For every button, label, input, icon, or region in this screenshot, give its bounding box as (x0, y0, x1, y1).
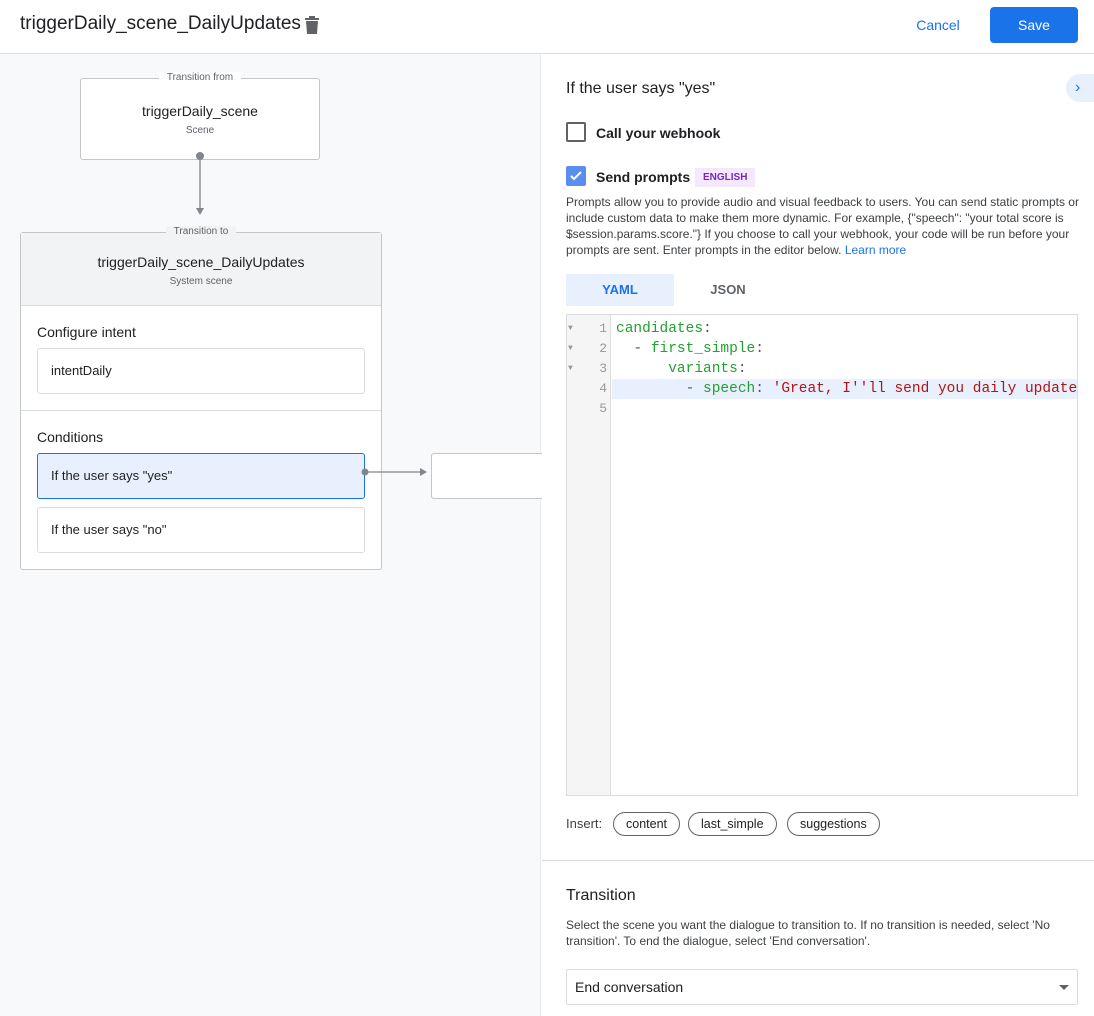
conditions-heading: Conditions (37, 429, 104, 445)
intent-heading: Configure intent (37, 324, 136, 340)
code-line: - speech: 'Great, I''ll send you daily u… (616, 381, 1077, 397)
line-number: 4 (599, 381, 607, 396)
prompts-description: Prompts allow you to provide audio and v… (566, 195, 1079, 257)
node-type: Scene (185, 125, 215, 136)
transition-select[interactable]: End conversation (566, 969, 1078, 1005)
tab-json[interactable]: JSON (710, 282, 746, 297)
fold-icon[interactable]: ▼ (568, 364, 573, 373)
insert-chip-content[interactable]: content (613, 812, 681, 836)
intent-item[interactable]: intentDaily (37, 348, 365, 394)
transition-title: Transition (566, 887, 636, 904)
dropdown-arrow-icon (1059, 985, 1069, 990)
learn-more-link[interactable]: Learn more (844, 243, 907, 257)
check-icon (570, 171, 582, 181)
code-editor[interactable]: ▼ 1 ▼ 2 ▼ 3 4 5 candidates: - first_simple:… (566, 314, 1078, 796)
webhook-checkbox[interactable] (566, 122, 586, 142)
line-number: 3 (599, 361, 607, 376)
line-number: 5 (599, 401, 607, 416)
line-number: 1 (599, 321, 607, 336)
condition-panel: › If the user says "yes" Call your webho… (542, 54, 1094, 1016)
node-legend: Transition to (165, 226, 237, 237)
transition-arrow (196, 152, 204, 215)
fold-icon[interactable]: ▼ (568, 324, 573, 333)
webhook-label: Call your webhook (596, 125, 721, 141)
tab-yaml[interactable]: YAML (566, 274, 674, 306)
language-badge: ENGLISH (695, 168, 756, 187)
transition-to-node: Transition to triggerDaily_scene_DailyUp… (20, 226, 382, 570)
code-line: variants: (668, 361, 747, 377)
prompts-checkbox[interactable] (566, 166, 586, 186)
node-legend: Transition from (158, 72, 242, 83)
page-title: triggerDaily_scene_DailyUpdates (20, 13, 301, 34)
transition-select-value: End conversation (575, 979, 684, 995)
node-name: triggerDaily_scene_DailyUpdates (97, 254, 305, 270)
condition-yes[interactable]: If the user says "yes" (37, 453, 365, 499)
transition-from-node[interactable]: Transition from triggerDaily_scene Scene (80, 72, 320, 160)
panel-title: If the user says "yes" (566, 80, 716, 97)
scene-canvas: Transition from triggerDaily_scene Scene… (0, 54, 551, 1016)
transition-description: Select the scene you want the dialogue t… (566, 918, 1050, 948)
node-name: triggerDaily_scene (142, 103, 258, 119)
active-line-highlight (612, 379, 1077, 399)
prompts-label: Send prompts (596, 169, 691, 185)
delete-icon[interactable] (304, 15, 320, 35)
collapse-panel-button[interactable]: › (1066, 74, 1094, 102)
condition-arrow (361, 468, 427, 476)
code-line: - first_simple: (616, 341, 764, 357)
node-type: System scene (169, 276, 233, 287)
fold-icon[interactable]: ▼ (568, 344, 573, 353)
line-number: 2 (599, 341, 607, 356)
target-scene-node[interactable] (431, 453, 551, 499)
divider (542, 860, 1094, 861)
insert-chip-suggestions[interactable]: suggestions (787, 812, 880, 836)
condition-no[interactable]: If the user says "no" (37, 507, 365, 553)
cancel-button[interactable]: Cancel (916, 17, 960, 33)
top-bar: triggerDaily_scene_DailyUpdates Cancel S… (0, 0, 1094, 54)
insert-chip-last-simple[interactable]: last_simple (688, 812, 777, 836)
insert-label: Insert: (566, 816, 603, 831)
save-button[interactable]: Save (990, 7, 1078, 43)
code-line: candidates: (616, 321, 712, 337)
